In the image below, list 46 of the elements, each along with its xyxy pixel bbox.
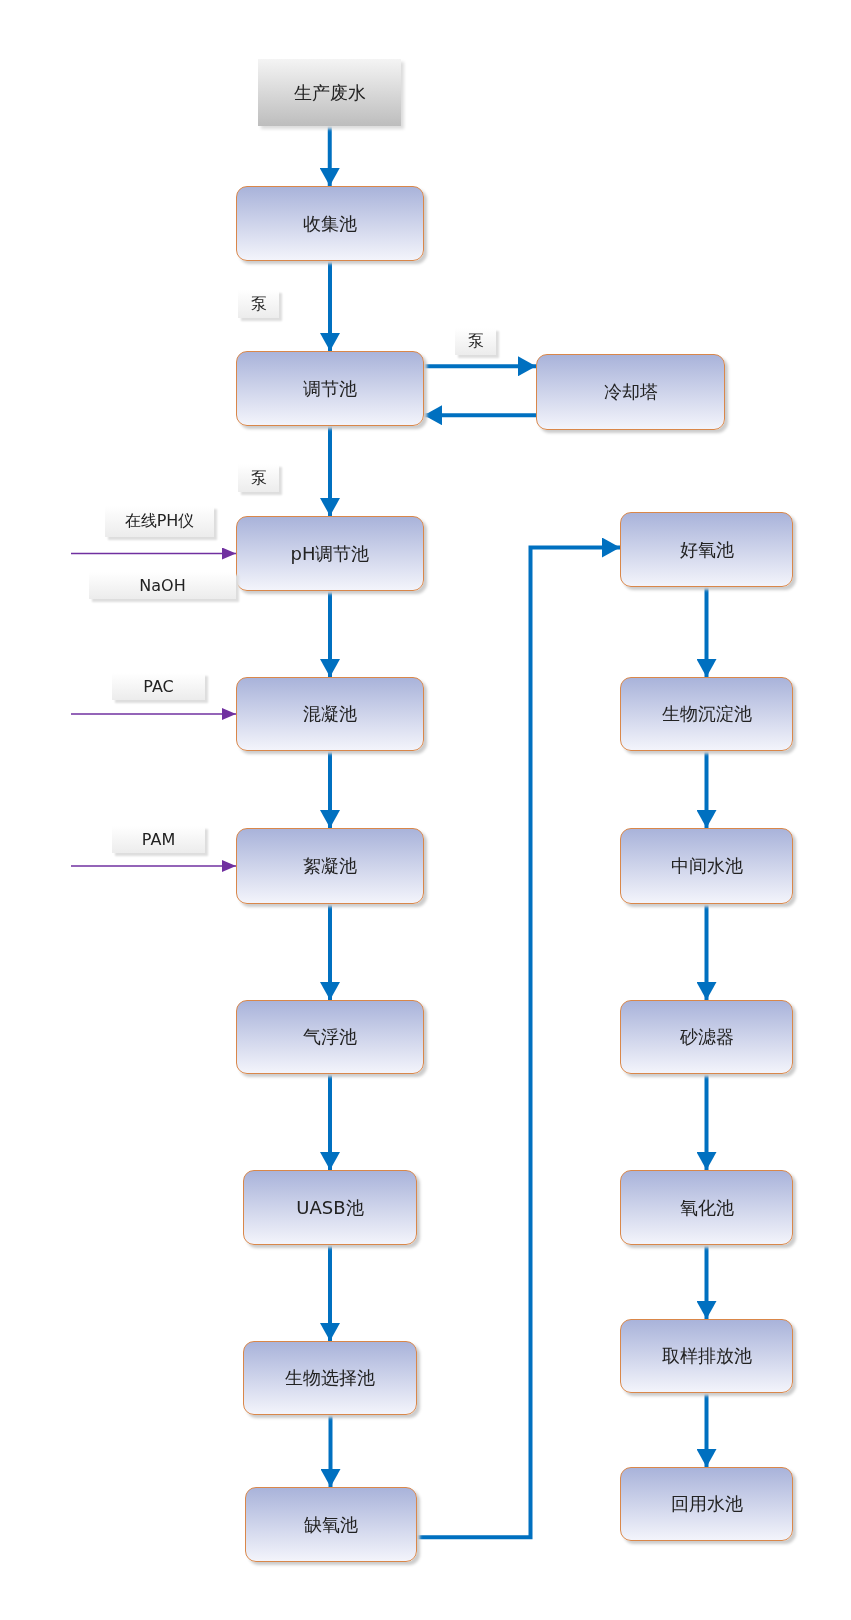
label-box: 在线PH仪 — [105, 506, 214, 537]
arrow — [320, 1074, 340, 1170]
arrow — [319, 126, 340, 186]
arrow — [696, 587, 717, 677]
process-box: pH调节池 — [236, 516, 424, 591]
process-box: 好氧池 — [620, 512, 793, 587]
arrow — [696, 1074, 717, 1170]
arrow — [417, 537, 620, 1540]
arrow — [320, 591, 340, 677]
arrow — [70, 860, 237, 872]
label-box: 泵 — [238, 464, 279, 492]
process-box: 絮凝池 — [236, 828, 424, 904]
arrow — [424, 405, 536, 426]
process-box: UASB池 — [243, 1170, 417, 1245]
arrow — [696, 751, 717, 828]
arrow — [696, 1245, 717, 1319]
arrow — [320, 261, 340, 351]
process-box: 氧化池 — [620, 1170, 793, 1245]
process-box: 回用水池 — [620, 1467, 793, 1541]
label-box: PAM — [112, 826, 205, 853]
arrow — [70, 708, 237, 720]
arrow — [424, 356, 536, 377]
label-box: 泵 — [455, 328, 496, 355]
process-box: 生物沉淀池 — [620, 677, 793, 751]
arrow — [696, 904, 717, 1000]
arrow — [320, 426, 340, 516]
process-box: 缺氧池 — [245, 1487, 417, 1562]
label-box: NaOH — [89, 572, 236, 599]
arrow — [70, 547, 237, 560]
process-box: 气浮池 — [236, 1000, 424, 1074]
arrow — [320, 751, 340, 828]
source-box: 生产废水 — [258, 59, 401, 126]
process-box: 取样排放池 — [620, 1319, 793, 1393]
process-box: 混凝池 — [236, 677, 424, 751]
arrow — [320, 904, 340, 1000]
arrow — [696, 1393, 717, 1467]
process-box: 生物选择池 — [243, 1341, 417, 1415]
label-box: PAC — [112, 673, 205, 700]
process-box: 收集池 — [236, 186, 424, 261]
process-box: 中间水池 — [620, 828, 793, 904]
process-box: 冷却塔 — [536, 354, 725, 430]
arrow — [320, 1415, 341, 1487]
process-box: 砂滤器 — [620, 1000, 793, 1074]
arrow — [320, 1245, 340, 1341]
label-box: 泵 — [238, 290, 279, 318]
process-box: 调节池 — [236, 351, 424, 426]
